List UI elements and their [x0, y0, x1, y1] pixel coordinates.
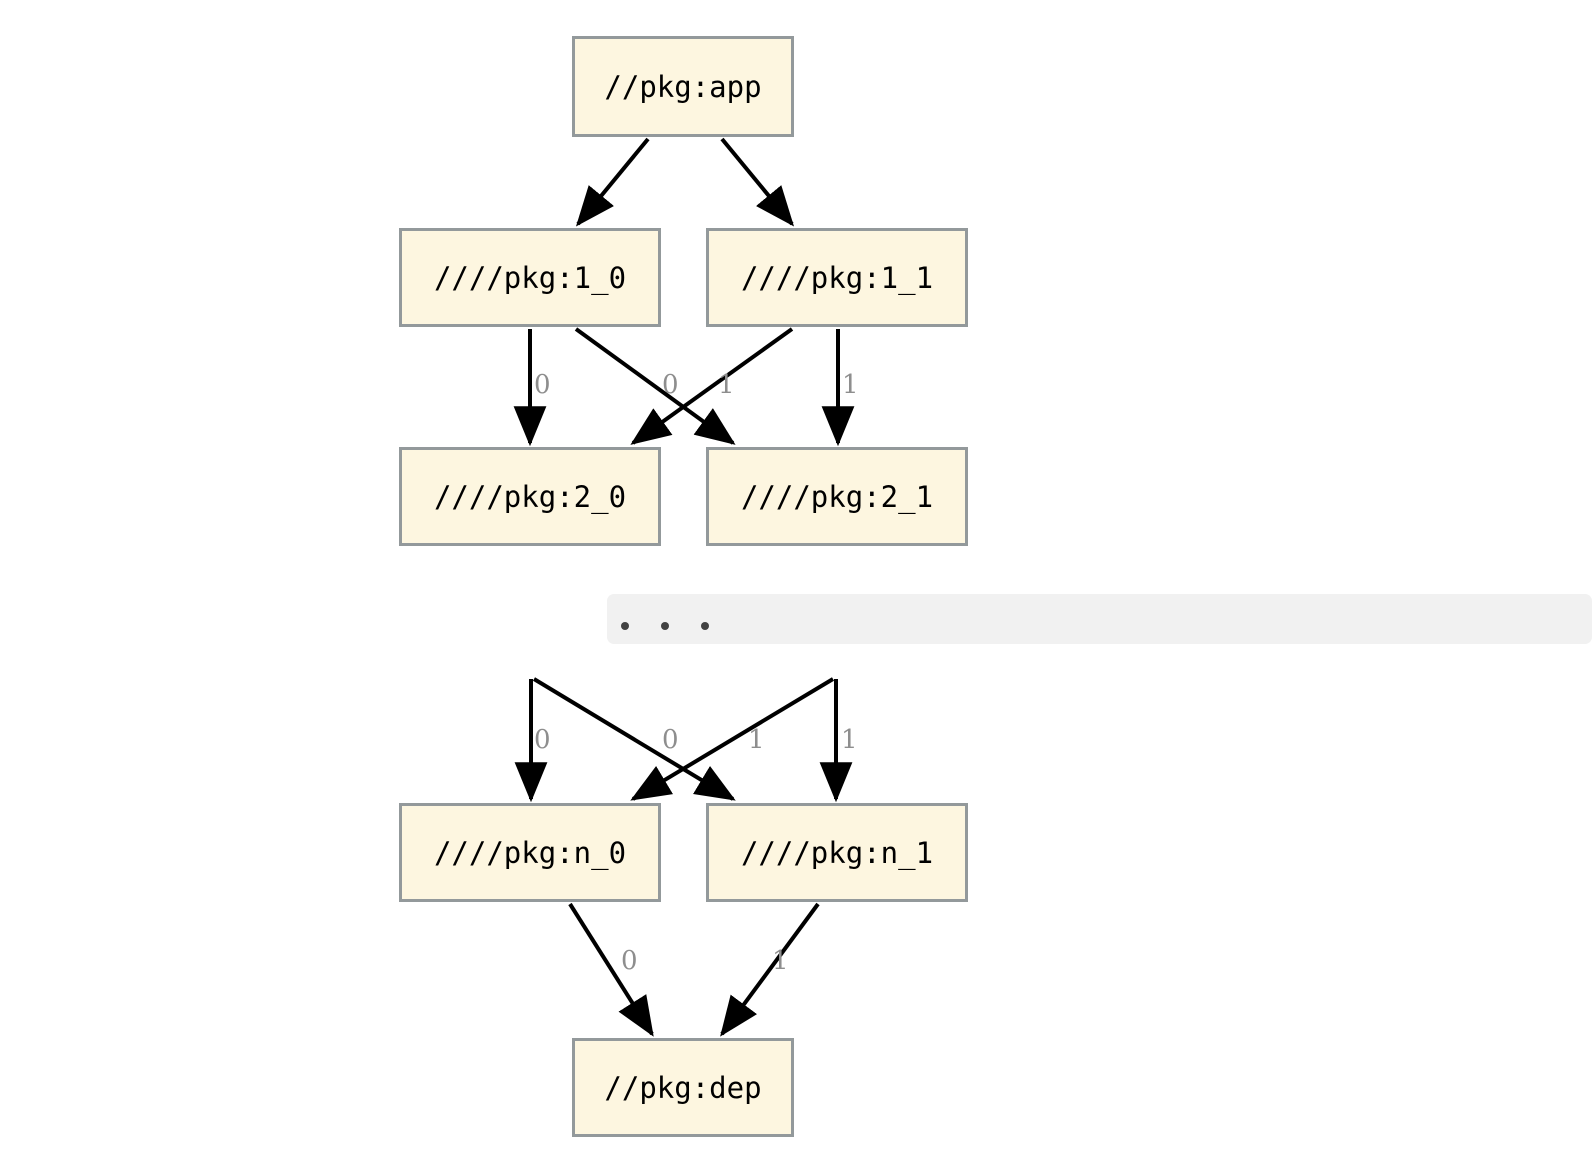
- ellipsis-dot: [621, 622, 629, 630]
- node-label: ////pkg:n_0: [433, 835, 627, 870]
- edge-label-e-x-n_0: 0: [534, 725, 551, 755]
- edge-label-e-x-n_1: 0: [662, 725, 679, 755]
- node-label: ////pkg:2_0: [433, 479, 627, 514]
- e-y-n_0: [630, 677, 835, 801]
- edge-label-e-1_1-2_1: 1: [842, 370, 859, 400]
- edge-label-e-1_0-2_0: 0: [534, 370, 551, 400]
- e-n_0-dep: [568, 902, 654, 1037]
- edge-label-e-1_1-2_0: 1: [718, 370, 735, 400]
- node-l2_1[interactable]: ////pkg:2_1: [706, 447, 968, 546]
- edge-label-e-y-n_1: 1: [841, 725, 858, 755]
- edge-label-e-1_0-2_1: 0: [662, 370, 679, 400]
- edge-label-e-n_1-dep: 1: [772, 946, 789, 976]
- ellipsis-dot: [701, 622, 709, 630]
- node-app[interactable]: //pkg:app: [572, 36, 794, 137]
- ellipsis-dot: [661, 622, 669, 630]
- node-label: ////pkg:1_1: [740, 260, 934, 295]
- node-label: //pkg:app: [604, 69, 762, 104]
- node-ln_0[interactable]: ////pkg:n_0: [399, 803, 661, 902]
- node-label: //pkg:dep: [604, 1070, 762, 1105]
- e-x-n_1: [532, 677, 736, 801]
- edge-label-e-y-n_0: 1: [748, 725, 765, 755]
- ellipsis-band: [607, 594, 1592, 644]
- node-label: ////pkg:1_0: [433, 260, 627, 295]
- e-n_1-dep: [720, 902, 820, 1037]
- edge-label-e-n_0-dep: 0: [621, 946, 638, 976]
- e-1_1-2_0: [630, 327, 794, 445]
- node-label: ////pkg:n_1: [740, 835, 934, 870]
- node-l1_1[interactable]: ////pkg:1_1: [706, 228, 968, 327]
- node-l1_0[interactable]: ////pkg:1_0: [399, 228, 661, 327]
- node-label: ////pkg:2_1: [740, 479, 934, 514]
- edges-group: [513, 137, 855, 1037]
- e-app-1_1: [720, 137, 795, 227]
- e-1_0-2_1: [574, 327, 736, 445]
- e-app-1_0: [575, 137, 650, 227]
- node-dep[interactable]: //pkg:dep: [572, 1038, 794, 1137]
- ellipsis-dots: [621, 622, 709, 630]
- node-l2_0[interactable]: ////pkg:2_0: [399, 447, 661, 546]
- node-ln_1[interactable]: ////pkg:n_1: [706, 803, 968, 902]
